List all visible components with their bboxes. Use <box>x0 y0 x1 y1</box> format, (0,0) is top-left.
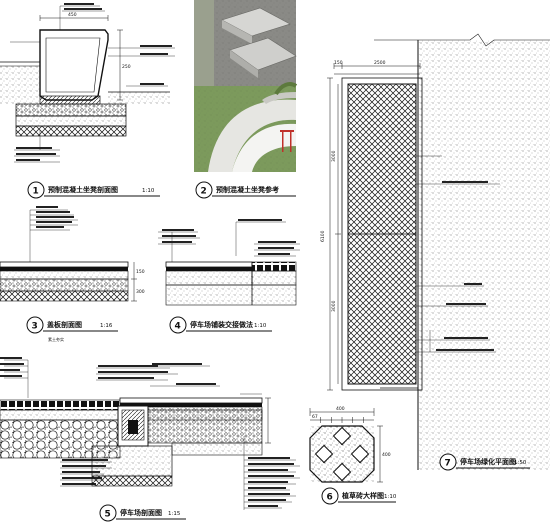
detail-1-bench-section: 250 450 1 <box>0 3 175 199</box>
detail-7-upper-dim: 3000 <box>331 150 337 162</box>
detail-6-grass-brick: 400 67 400 6 植草砖大样图 1:10 <box>309 406 397 505</box>
detail-7-title: 停车场绿化平面图 <box>460 457 516 466</box>
detail-3-number: 3 <box>32 322 38 332</box>
detail-1-number: 1 <box>33 187 39 197</box>
detail-3-subnote: 素土夯实 <box>48 336 64 342</box>
detail-7-top-dim-a: 150 <box>334 60 343 66</box>
detail-2-reference-photos: 2 预制混凝土坐凳参考 <box>194 0 298 199</box>
detail-4-number: 4 <box>175 322 181 332</box>
detail-7-number: 7 <box>445 459 451 469</box>
detail-5-scale: 1:15 <box>168 511 181 517</box>
detail-6-module-dim: 67 <box>312 414 318 420</box>
detail-2-number: 2 <box>201 187 207 197</box>
detail-4-title: 停车场铺装交接做法 <box>190 320 253 329</box>
detail-3-cover-section: 150 300 3 盖板剖面图 1:16 素土夯实 <box>0 206 145 342</box>
detail-6-width-dim: 400 <box>336 406 345 412</box>
detail-1-scale: 1:10 <box>142 188 155 194</box>
detail-6-number: 6 <box>327 493 333 503</box>
detail-7-lower-dim: 3000 <box>331 300 337 312</box>
detail-7-top-dim-b: 2500 <box>374 60 386 66</box>
detail-3-dim-a: 150 <box>136 269 145 275</box>
detail-5-title: 停车场剖面图 <box>120 508 162 517</box>
detail-2-title: 预制混凝土坐凳参考 <box>216 185 279 194</box>
detail-1-title: 预制混凝土坐凳剖面图 <box>48 185 118 194</box>
detail-4-scale: 1:10 <box>254 323 267 329</box>
detail-5-number: 5 <box>105 510 111 520</box>
detail-3-dim-b: 300 <box>136 289 145 295</box>
detail-6-title: 植草砖大样图 <box>341 491 384 500</box>
detail-6-height-dim: 400 <box>382 452 391 458</box>
detail-6-scale: 1:10 <box>384 494 397 500</box>
detail-1-height-dim: 250 <box>122 64 131 70</box>
detail-4-paving-junction: 4 停车场铺装交接做法 1:10 <box>158 219 300 334</box>
detail-3-scale: 1:16 <box>100 323 113 329</box>
detail-7-scale: 1:50 <box>514 460 527 466</box>
detail-1-width-dim: 450 <box>68 12 77 18</box>
detail-7-total-dim: 6100 <box>320 230 326 242</box>
detail-5-parking-section: 5 停车场剖面图 1:15 <box>0 357 300 522</box>
detail-3-title: 盖板剖面图 <box>47 320 82 329</box>
detail-7-plan: 150 2500 6100 3000 3000 7 <box>320 33 550 471</box>
